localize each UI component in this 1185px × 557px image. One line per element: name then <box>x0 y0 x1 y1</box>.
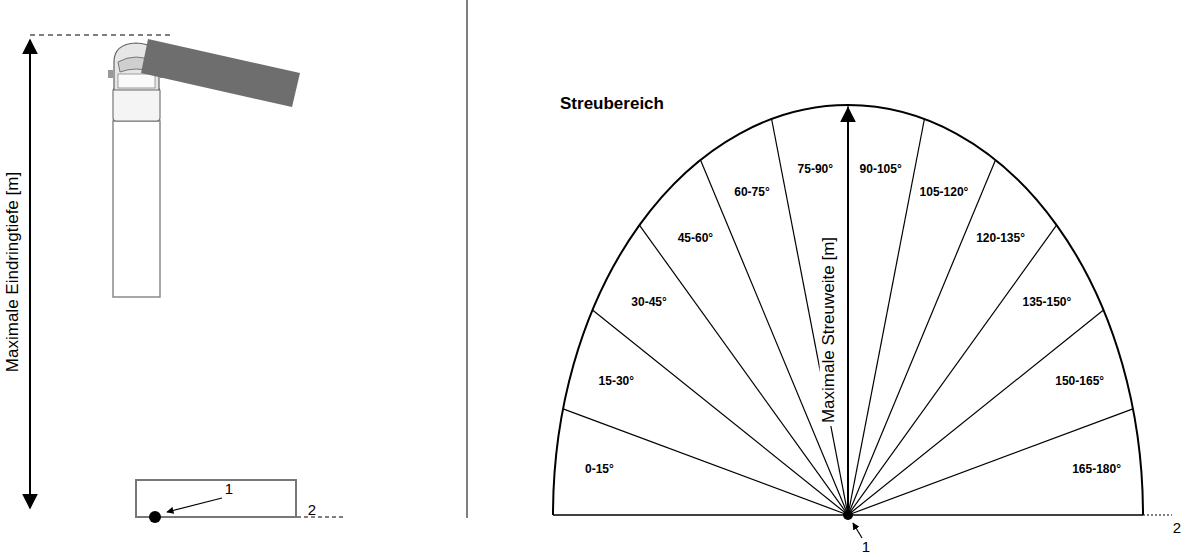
range-arrow <box>847 108 849 515</box>
callout-number: 1 <box>862 539 870 556</box>
depth-arrow <box>29 40 31 508</box>
axis-label: Maximale Eindringtiefe [m] <box>4 172 23 372</box>
sector-line <box>772 119 848 515</box>
callout-number: 2 <box>1173 520 1181 537</box>
sector-label: 135-150° <box>1022 296 1071 309</box>
sector-line <box>848 119 924 515</box>
sector-label: 0-15° <box>585 463 614 476</box>
sector-line <box>701 160 849 515</box>
sector-line <box>848 310 1104 515</box>
ground-line <box>297 517 345 518</box>
sector-label: 15-30° <box>599 375 635 388</box>
axis-label: Maximale Streuweite [m] <box>820 234 839 426</box>
sector-label: 165-180° <box>1072 463 1121 476</box>
sector-label: 90-105° <box>860 163 902 176</box>
callout-number: 1 <box>225 481 233 498</box>
sector-label: 120-135° <box>976 232 1025 245</box>
scatter-outline <box>553 105 1143 515</box>
callout-number: 2 <box>308 502 316 519</box>
panel-heading: Streubereich <box>560 95 664 114</box>
leader-line <box>167 498 222 512</box>
sector-line <box>593 310 849 515</box>
sector-line <box>639 225 848 515</box>
barrier <box>141 39 300 107</box>
scatter-sectors <box>563 105 1133 515</box>
depth-limit-line <box>30 35 172 36</box>
truck <box>108 43 165 297</box>
launch-zone <box>136 480 296 517</box>
sector-line <box>848 409 1133 515</box>
separator <box>467 0 468 518</box>
ground-line <box>1143 514 1172 515</box>
origin-point <box>149 511 161 523</box>
leader-line <box>853 523 862 538</box>
sector-line <box>847 105 848 515</box>
sector-line <box>848 225 1057 515</box>
sector-label: 150-165° <box>1055 375 1104 388</box>
sector-line <box>563 409 848 515</box>
sector-label: 105-120° <box>920 186 969 199</box>
sector-line <box>848 160 996 515</box>
sector-label: 30-45° <box>631 296 667 309</box>
sector-label: 75-90° <box>798 163 834 176</box>
sector-label: 60-75° <box>734 186 770 199</box>
origin-point <box>843 510 853 520</box>
sector-label: 45-60° <box>678 232 714 245</box>
